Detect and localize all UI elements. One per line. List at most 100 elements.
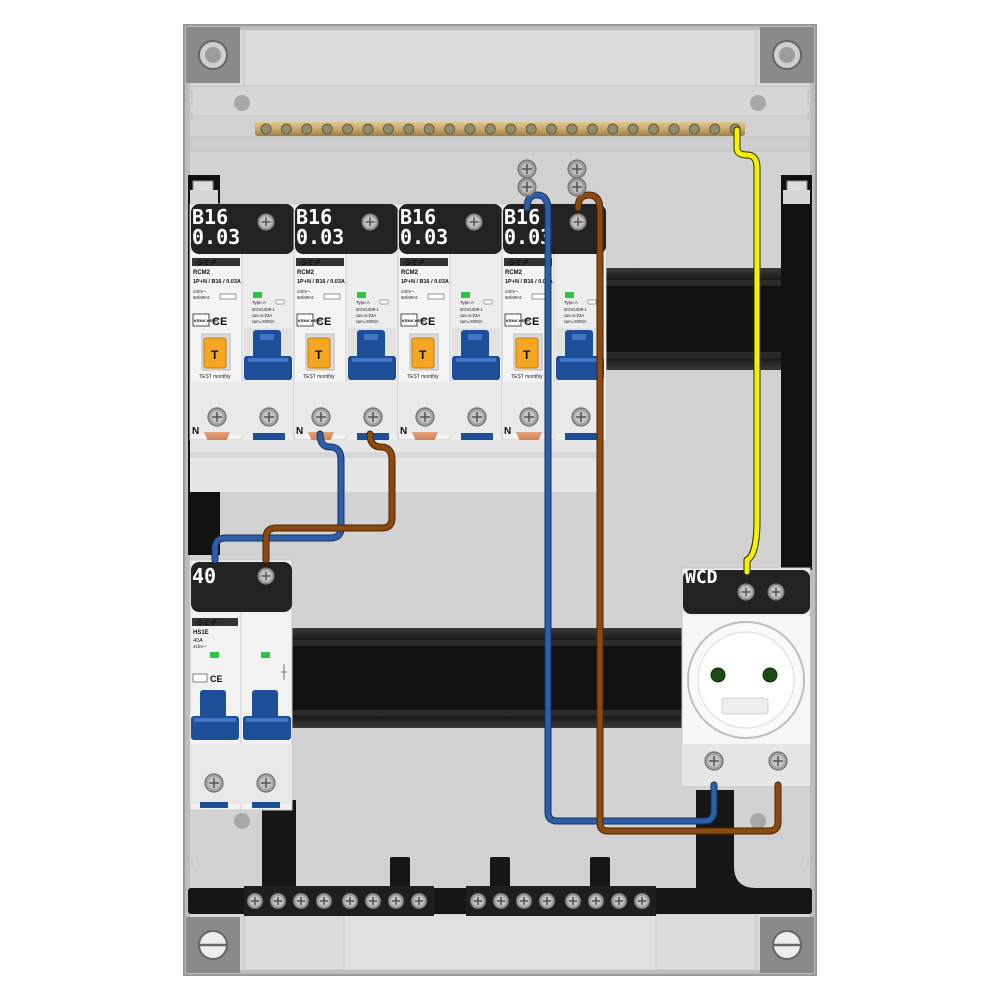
- main-switch-brand: ·S·E·P·: [195, 620, 218, 627]
- busbar-hole: [301, 123, 313, 135]
- ce-mark: CE: [420, 316, 435, 328]
- main-switch-toggle-right[interactable]: [243, 690, 291, 740]
- rcbo-frequency: 50/60Hz: [505, 295, 523, 300]
- test-key-letter: T: [419, 348, 427, 362]
- busbar-hole: [342, 123, 354, 135]
- neutral-marker: N: [400, 426, 407, 437]
- socket-outlet: WCD: [681, 567, 811, 787]
- socket-face[interactable]: [687, 621, 805, 739]
- busbar-hole: [709, 123, 721, 135]
- rcbo-test-button[interactable]: T: [203, 337, 227, 369]
- rcbo-rating-label: B16: [192, 205, 228, 229]
- status-indicator-green: [461, 292, 470, 298]
- test-monthly-label: TEST monthly: [407, 374, 439, 380]
- neutral-terminal-screw: [269, 892, 287, 910]
- rcbo-live-terminal: [571, 407, 591, 427]
- busbar-hole: [525, 123, 537, 135]
- rcbo-sensitivity-label: 0.03: [192, 225, 240, 249]
- rcbo-idn: IΔn=0.03A: [252, 313, 272, 318]
- rcbo-top-screw: [257, 213, 275, 231]
- earth-busbar: [255, 122, 745, 136]
- rcbo-frequency: 50/60Hz: [193, 295, 211, 300]
- corner-bracket-top-left: [186, 27, 240, 83]
- rcbo-standard: IEC61009-1: [460, 307, 484, 312]
- rcbo-rating-label: B16: [296, 205, 332, 229]
- rcbo-top-screw: [465, 213, 483, 231]
- mounting-hole: [234, 813, 250, 829]
- neutral-terminal-screw: [538, 892, 556, 910]
- wiring: [211, 126, 782, 835]
- busbar-hole: [627, 123, 639, 135]
- rcbo-voltage: 240V~: [297, 289, 311, 294]
- main-switch-toggle-left[interactable]: [191, 690, 239, 740]
- test-key-letter: T: [523, 348, 531, 362]
- status-indicator-green: [357, 292, 366, 298]
- rcbo-type: Type A: [252, 300, 266, 305]
- rcbo-idn: IΔn=0.03A: [356, 313, 376, 318]
- rcbo-spec: 1P+N / B16 / 0.03A: [193, 279, 241, 285]
- busbar-hole: [668, 123, 680, 135]
- kema-keur-text: KEMA KEUR: [402, 318, 426, 323]
- rcbo-icm: IΔm=3000A: [564, 319, 587, 324]
- neutral-marker: N: [296, 426, 303, 437]
- corner-bracket-bottom-left: [186, 917, 240, 973]
- neutral-terminal-screw: [564, 892, 582, 910]
- main-switch-current: 40A: [193, 638, 203, 644]
- rcbo-spec: 1P+N / B16 / 0.03A: [401, 279, 449, 285]
- neutral-marker: N: [192, 426, 199, 437]
- rcbo-toggle[interactable]: [452, 328, 500, 380]
- rcbo-spec: 1P+N / B16 / 0.03A: [297, 279, 345, 285]
- busbar-hole: [260, 123, 272, 135]
- socket-top-screw: [767, 583, 785, 601]
- neutral-terminal-screw: [246, 892, 264, 910]
- ce-mark: CE: [316, 316, 331, 328]
- busbar-hole: [688, 123, 700, 135]
- busbar-hole: [566, 123, 578, 135]
- kema-keur-text: KEMA KEUR: [506, 318, 530, 323]
- rcbo-live-terminal: [259, 407, 279, 427]
- socket-terminal: [768, 751, 788, 771]
- busbar-hole: [382, 123, 394, 135]
- main-switch-rating: 40: [192, 564, 216, 588]
- kema-keur-text: KEMA KEUR: [194, 318, 218, 323]
- socket-label: WCD: [685, 567, 718, 588]
- neutral-terminal-screw: [410, 892, 428, 910]
- corner-bracket-top-right: [760, 27, 814, 83]
- rcbo-toggle[interactable]: [244, 328, 292, 380]
- kema-keur-mark: KEMA KEUR: [296, 313, 322, 327]
- neutral-terminal-screw: [315, 892, 333, 910]
- neutral-terminal-screw: [610, 892, 628, 910]
- main-switch-model: HS1E: [193, 630, 209, 636]
- status-indicator-green: [565, 292, 574, 298]
- kema-keur-mark: KEMA KEUR: [192, 313, 218, 327]
- busbar-hole: [586, 123, 598, 135]
- mounting-hole: [234, 95, 250, 111]
- rcbo-test-button[interactable]: T: [515, 337, 539, 369]
- rcbo-type: Type A: [564, 300, 578, 305]
- rcbo-icm: IΔm=3000A: [460, 319, 483, 324]
- rcbo-voltage: 240V~: [401, 289, 415, 294]
- rcbo-rating-label: B16: [400, 205, 436, 229]
- rcbo-voltage: 240V~: [193, 289, 207, 294]
- busbar-hole: [505, 123, 517, 135]
- rcbo-toggle[interactable]: [348, 328, 396, 380]
- rcbo-test-button[interactable]: T: [411, 337, 435, 369]
- rcbo-frequency: 50/60Hz: [401, 295, 419, 300]
- rcbo-sensitivity-label: 0.03: [296, 225, 344, 249]
- rcbo-idn: IΔn=0.03A: [460, 313, 480, 318]
- kema-keur-mark: KEMA KEUR: [400, 313, 426, 327]
- rcbo-toggle[interactable]: [556, 328, 604, 380]
- busbar-hole: [423, 123, 435, 135]
- rcbo-neutral-terminal: [207, 407, 227, 427]
- socket-earth-clip: [721, 697, 769, 715]
- rcbo-neutral-terminal: [415, 407, 435, 427]
- rcbo-test-button[interactable]: T: [307, 337, 331, 369]
- neutral-terminal-screw: [364, 892, 382, 910]
- rcbo-top-screw: [569, 213, 587, 231]
- rcbo-live-terminal: [363, 407, 383, 427]
- neutral-terminal-screw: [515, 892, 533, 910]
- rcbo-model: RCM2: [401, 270, 419, 276]
